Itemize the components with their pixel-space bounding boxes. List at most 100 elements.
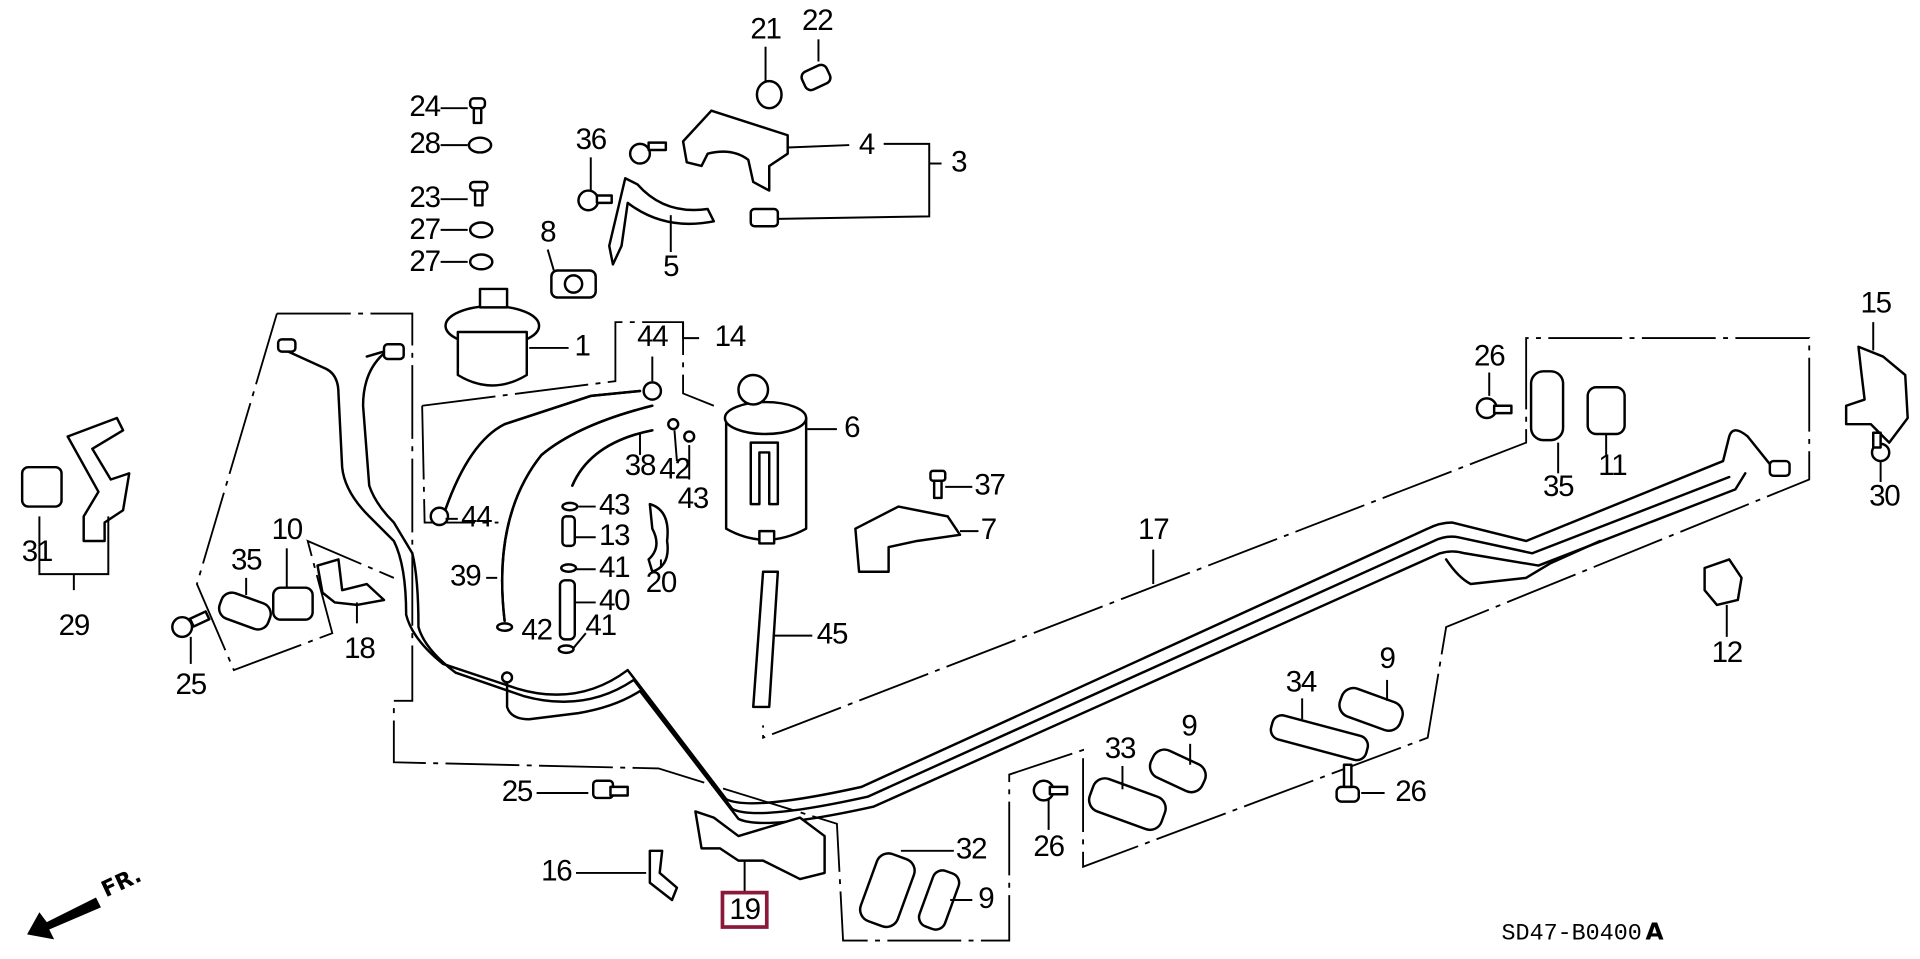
callout-43-b[interactable]: 43 bbox=[599, 488, 631, 521]
part-19-protector[interactable] bbox=[694, 810, 826, 881]
callout-28[interactable]: 28 bbox=[409, 127, 441, 160]
callout-9-b[interactable]: 9 bbox=[1181, 710, 1198, 743]
callout-25-a[interactable]: 25 bbox=[176, 668, 208, 701]
callout-14[interactable]: 14 bbox=[715, 320, 747, 353]
part-22-collar[interactable] bbox=[800, 63, 833, 92]
callout-4[interactable]: 4 bbox=[859, 128, 876, 161]
callout-10[interactable]: 10 bbox=[272, 513, 304, 546]
callout-44-b[interactable]: 44 bbox=[461, 501, 493, 534]
part-44-clamp-b[interactable] bbox=[429, 506, 450, 527]
part-21-grommet[interactable] bbox=[755, 79, 783, 110]
part-6-canister[interactable] bbox=[723, 373, 808, 545]
callout-43-a[interactable]: 43 bbox=[678, 482, 710, 515]
callout-11[interactable]: 11 bbox=[1598, 449, 1627, 482]
part-8-clamp[interactable] bbox=[550, 269, 597, 299]
callout-42-a[interactable]: 42 bbox=[659, 453, 691, 486]
part-7-bracket[interactable] bbox=[854, 505, 962, 573]
callout-27-a[interactable]: 27 bbox=[409, 213, 441, 246]
callout-40[interactable]: 40 bbox=[599, 584, 631, 617]
part-23-bolt[interactable] bbox=[468, 180, 489, 207]
callout-6[interactable]: 6 bbox=[844, 411, 861, 444]
part-26-bolt-b[interactable] bbox=[1335, 763, 1361, 803]
callout-9-a[interactable]: 9 bbox=[978, 882, 995, 915]
callout-19[interactable]: 19 bbox=[729, 893, 761, 926]
part-25-bolt-a[interactable] bbox=[171, 610, 211, 639]
callout-42-b[interactable]: 42 bbox=[521, 614, 553, 647]
part-12-clip[interactable] bbox=[1703, 558, 1743, 607]
part-36-bolt[interactable] bbox=[577, 141, 668, 212]
part-42-clip-b[interactable] bbox=[496, 622, 514, 632]
part-20-clip[interactable] bbox=[647, 502, 669, 573]
callout-20[interactable]: 20 bbox=[646, 566, 678, 599]
part-41-clip-b[interactable] bbox=[557, 644, 575, 655]
part-11-cushion[interactable] bbox=[1586, 386, 1626, 436]
part-43-clip-a[interactable] bbox=[683, 430, 696, 443]
part-9-cushion-c[interactable] bbox=[1336, 685, 1406, 735]
callout-29[interactable]: 29 bbox=[59, 609, 91, 642]
callout-26-a[interactable]: 26 bbox=[1033, 830, 1065, 863]
part-35-clip-a[interactable] bbox=[216, 590, 274, 633]
callout-33[interactable]: 33 bbox=[1105, 732, 1137, 765]
callout-3[interactable]: 3 bbox=[951, 145, 968, 178]
callout-18[interactable]: 18 bbox=[344, 632, 376, 665]
part-16-joint[interactable] bbox=[648, 849, 679, 902]
callout-16[interactable]: 16 bbox=[541, 855, 573, 888]
callout-1[interactable]: 1 bbox=[575, 330, 591, 363]
fuel-pipe-17[interactable] bbox=[276, 338, 1791, 825]
callout-13[interactable]: 13 bbox=[599, 519, 631, 552]
callout-17[interactable]: 17 bbox=[1138, 513, 1170, 546]
callout-5[interactable]: 5 bbox=[663, 250, 680, 283]
callout-26-c[interactable]: 26 bbox=[1474, 340, 1506, 373]
callout-34[interactable]: 34 bbox=[1286, 665, 1318, 698]
part-34-clip[interactable] bbox=[1269, 713, 1370, 762]
callout-24[interactable]: 24 bbox=[409, 90, 441, 123]
callout-32[interactable]: 32 bbox=[956, 833, 988, 866]
callout-7[interactable]: 7 bbox=[981, 513, 997, 546]
callout-12[interactable]: 12 bbox=[1712, 636, 1744, 669]
callout-15[interactable]: 15 bbox=[1860, 287, 1892, 320]
part-35-clip-b[interactable] bbox=[1529, 370, 1565, 442]
callout-19-highlight[interactable]: 19 bbox=[720, 890, 769, 929]
part-15-bracket[interactable] bbox=[1844, 345, 1909, 444]
callout-41-b[interactable]: 41 bbox=[585, 609, 617, 642]
part-26-bolt-c[interactable] bbox=[1475, 397, 1513, 420]
part-43-clip-b[interactable] bbox=[561, 501, 579, 512]
part-40-hose[interactable] bbox=[558, 579, 577, 641]
part-9-cushion-a[interactable] bbox=[916, 868, 962, 933]
callout-27-b[interactable]: 27 bbox=[409, 245, 441, 278]
part-29-bracket[interactable] bbox=[66, 416, 131, 543]
callout-25-b[interactable]: 25 bbox=[502, 775, 534, 808]
part-28-washer[interactable] bbox=[467, 136, 493, 154]
part-26-bolt-a[interactable] bbox=[1032, 779, 1069, 802]
callout-35-a[interactable]: 35 bbox=[231, 544, 263, 577]
callout-23[interactable]: 23 bbox=[409, 181, 441, 214]
part-32-clip[interactable] bbox=[857, 850, 918, 930]
callout-8[interactable]: 8 bbox=[540, 215, 557, 248]
part-10-cushion[interactable] bbox=[272, 586, 314, 621]
callout-45[interactable]: 45 bbox=[817, 617, 849, 650]
part-18-bracket[interactable] bbox=[316, 558, 386, 607]
part-37-bolt[interactable] bbox=[929, 469, 947, 500]
part-27-washer-b[interactable] bbox=[468, 253, 494, 271]
callout-41-a[interactable]: 41 bbox=[599, 551, 631, 584]
callout-21[interactable]: 21 bbox=[750, 13, 782, 46]
callout-22[interactable]: 22 bbox=[802, 4, 834, 37]
part-41-clip-a[interactable] bbox=[560, 563, 578, 573]
callout-35-b[interactable]: 35 bbox=[1543, 470, 1575, 503]
part-24-bolt[interactable] bbox=[468, 97, 487, 125]
callout-36[interactable]: 36 bbox=[576, 123, 608, 156]
callout-9-c[interactable]: 9 bbox=[1379, 642, 1396, 675]
part-1-fuel-filter[interactable] bbox=[444, 287, 541, 387]
callout-38[interactable]: 38 bbox=[625, 449, 657, 482]
part-25-bolt-b[interactable] bbox=[592, 779, 629, 800]
part-30-bolt[interactable] bbox=[1870, 431, 1891, 463]
part-27-washer-a[interactable] bbox=[468, 221, 494, 239]
part-31-clip[interactable] bbox=[20, 465, 63, 508]
part-3-cushion[interactable] bbox=[749, 207, 780, 228]
part-13-joint[interactable] bbox=[561, 515, 576, 548]
part-45-hose[interactable] bbox=[752, 570, 780, 709]
part-42-clip-a[interactable] bbox=[667, 418, 680, 431]
part-44-clamp-a[interactable] bbox=[642, 381, 663, 401]
callout-31[interactable]: 31 bbox=[22, 535, 54, 568]
part-4-holder[interactable] bbox=[681, 109, 789, 192]
